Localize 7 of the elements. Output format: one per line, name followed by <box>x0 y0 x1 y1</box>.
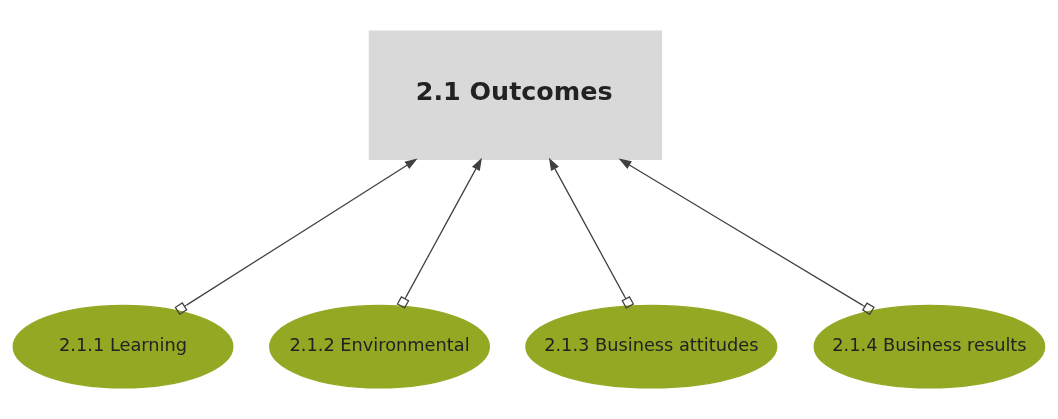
arrow <box>174 158 418 316</box>
arrow <box>396 157 482 309</box>
arrow <box>548 157 635 309</box>
node-ellipse: 2.1.2 Environmental <box>269 304 491 389</box>
node-box: 2.1 Outcomes <box>368 30 663 160</box>
node-ellipse: 2.1.3 Business attitudes <box>525 304 778 389</box>
arrow <box>618 158 875 316</box>
